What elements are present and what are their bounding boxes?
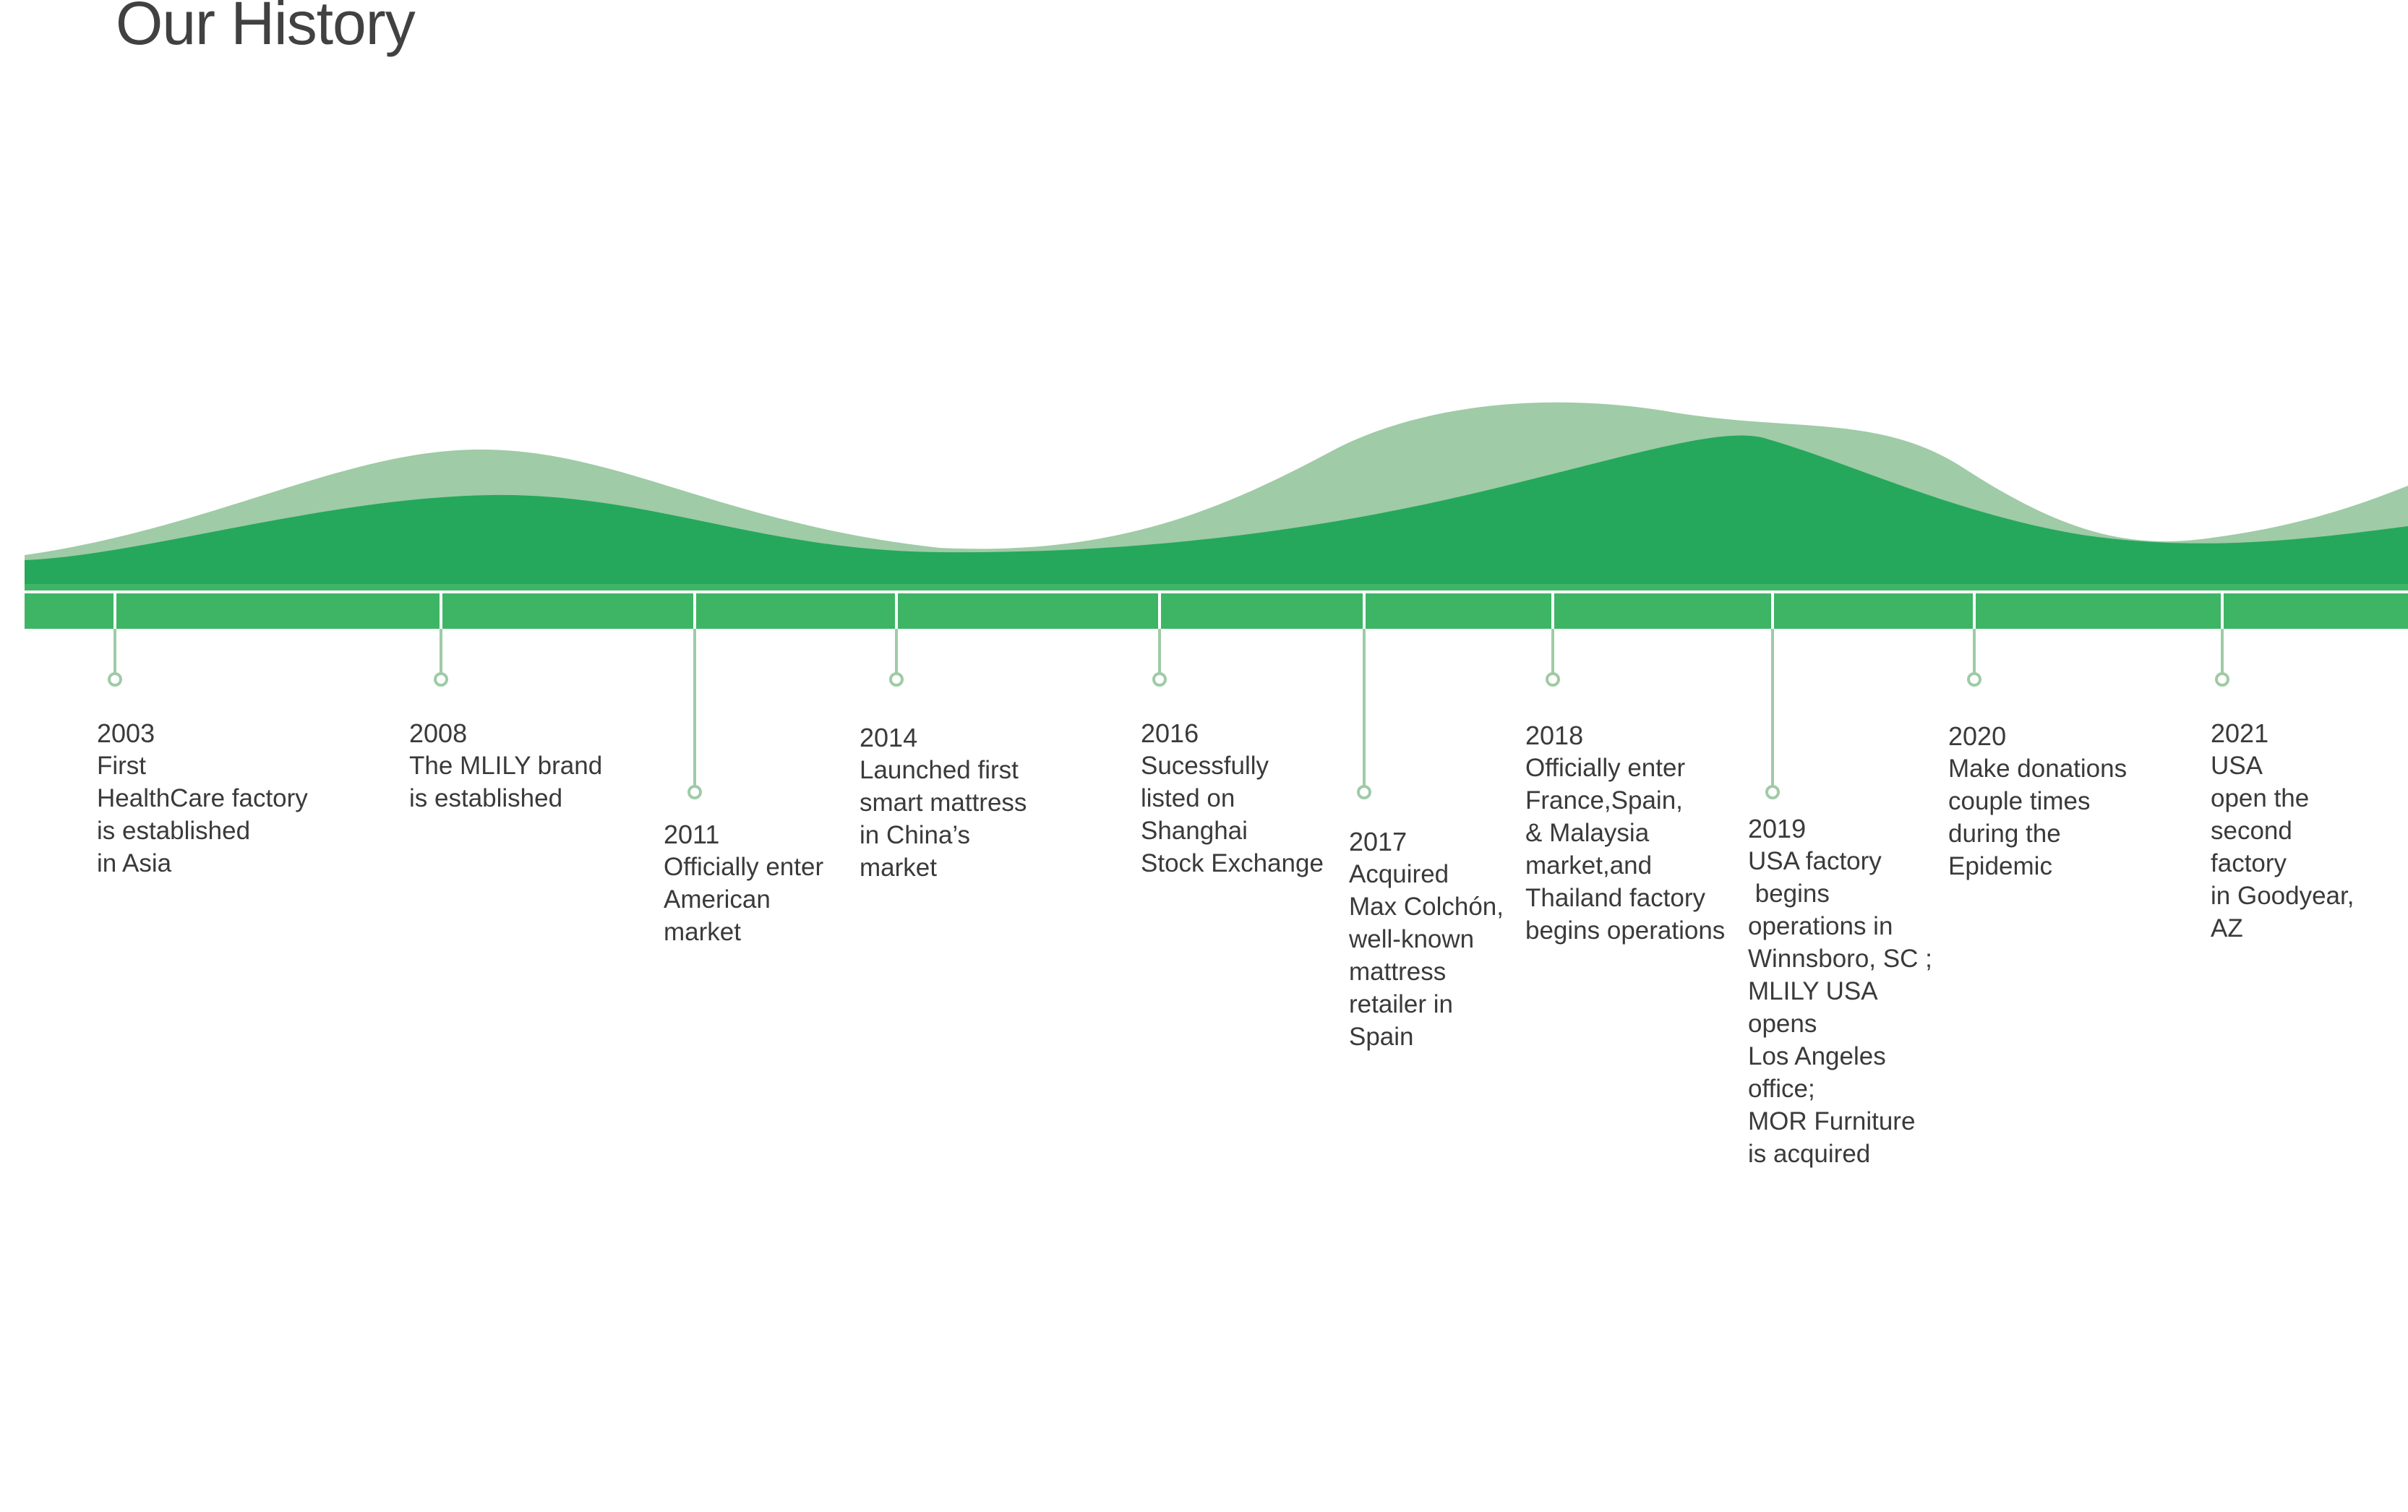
event-marker-2016 [1152,592,1167,687]
event-year: 2018 [1525,721,1584,750]
event-description: Sucessfully listed on Shanghai Stock Exc… [1141,752,1324,877]
event-dot [2215,672,2229,687]
event-year: 2016 [1141,718,1199,748]
event-description: USA factory begins operations in Winnsbo… [1748,847,1932,1168]
event-description: Officially enter American market [664,853,824,946]
event-marker-2017 [1357,592,1371,799]
event-dot [1765,785,1780,799]
event-marker-2018 [1546,592,1560,687]
event-marker-2014 [889,592,904,687]
event-description: Acquired Max Colchón, well-known mattres… [1349,860,1504,1051]
event-year: 2003 [97,718,155,748]
event-marker-2020 [1967,592,1981,687]
event-description: Make donations couple times during the E… [1948,755,2128,880]
event-year: 2017 [1349,827,1407,856]
event-marker-2011 [687,592,702,799]
event-description: First HealthCare factory is established … [97,752,308,877]
event-year: 2011 [664,820,720,849]
event-description: Launched first smart mattress in China’s… [860,756,1027,882]
event-year: 2020 [1948,721,2007,751]
event-description: The MLILY brand is established [409,752,603,812]
event-marker-2003 [108,592,122,687]
event-year: 2019 [1748,814,1807,843]
event-year: 2014 [860,723,918,752]
event-year: 2021 [2211,718,2269,748]
page-title: Our History [116,0,416,57]
event-dot [889,672,904,687]
event-marker-2021 [2215,592,2229,687]
event-marker-2008 [434,592,448,687]
event-dot [1357,785,1371,799]
event-description: USA open the second factory in Goodyear,… [2211,752,2355,942]
event-dot [1546,672,1560,687]
event-dot [1967,672,1981,687]
event-dot [108,672,122,687]
event-marker-2019 [1765,592,1780,799]
event-dot [434,672,448,687]
event-year: 2008 [409,718,468,748]
dark-wave [25,435,2408,584]
event-dot [687,785,702,799]
event-description: Officially enter France,Spain, & Malaysi… [1525,754,1726,945]
event-dot [1152,672,1167,687]
